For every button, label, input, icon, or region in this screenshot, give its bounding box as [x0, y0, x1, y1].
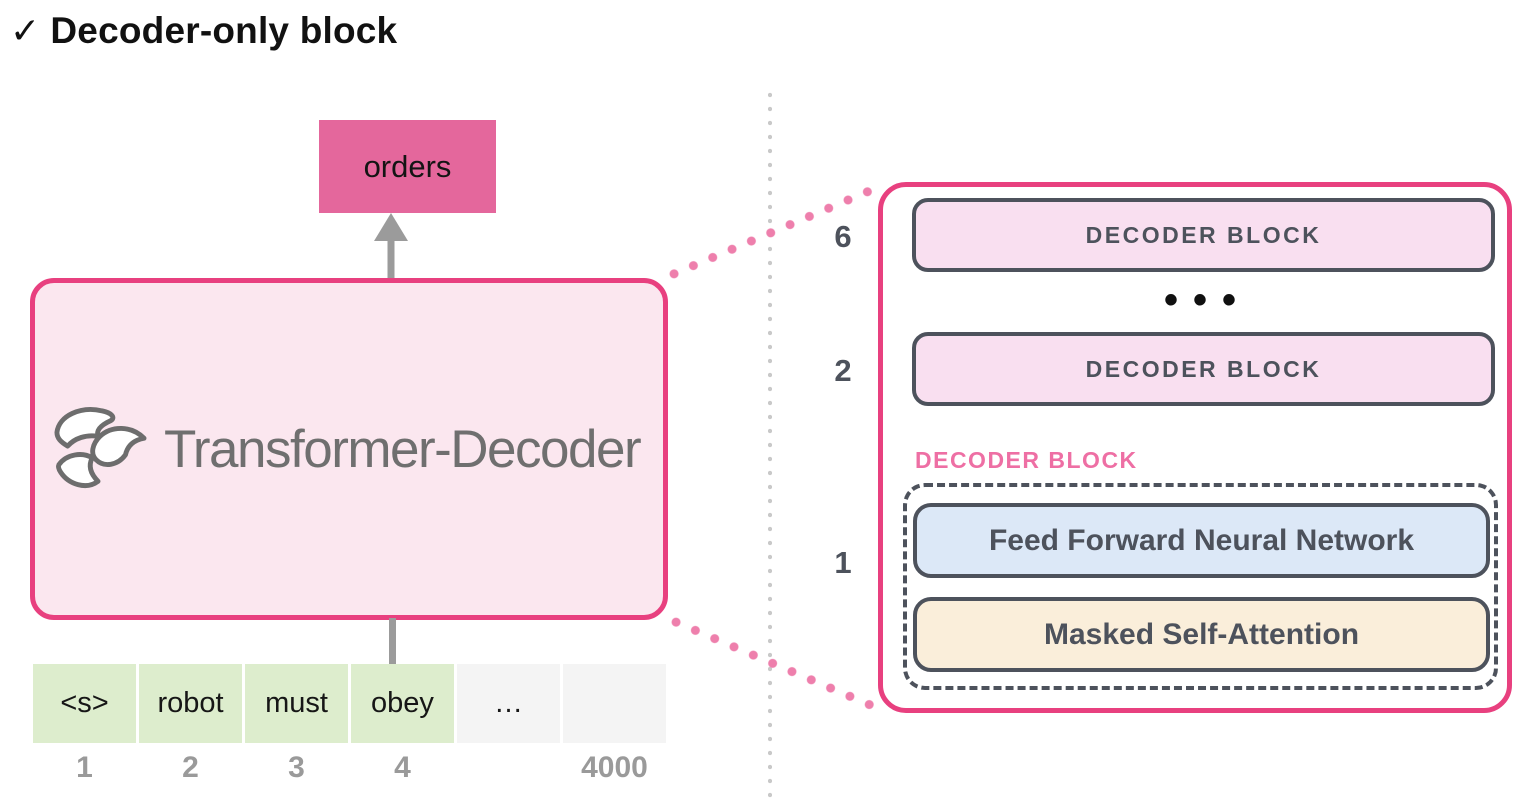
- token-cell: robot: [139, 664, 242, 743]
- page-title: ✓ Decoder-only block: [10, 10, 397, 52]
- decoder-stack-panel: DECODER BLOCK ••• DECODER BLOCK DECODER …: [878, 182, 1512, 713]
- token-index: 3: [288, 751, 305, 784]
- token-index-row: 1 2 3 4 4000: [33, 750, 666, 786]
- token-text: robot: [157, 687, 224, 719]
- decoder-block-6: DECODER BLOCK: [912, 198, 1495, 272]
- input-connector-line: [389, 618, 396, 665]
- feed-forward-label: Feed Forward Neural Network: [988, 523, 1415, 557]
- token-index: [457, 750, 560, 786]
- token-row: <s> robot must obey …: [33, 664, 666, 743]
- token-cell: must: [245, 664, 348, 743]
- divider-dotted-line: [768, 88, 772, 800]
- token-cell: [563, 664, 666, 743]
- token-text: must: [265, 687, 328, 719]
- token-cell: …: [457, 664, 560, 743]
- decoder-block-2: DECODER BLOCK: [912, 332, 1495, 406]
- token-index: 4000: [581, 751, 648, 784]
- masked-self-attention-label: Masked Self-Attention: [1043, 617, 1360, 651]
- decoder-block-label: DECODER BLOCK: [1085, 355, 1322, 382]
- output-token-box: orders: [319, 120, 496, 213]
- decoder-block-label: DECODER BLOCK: [1085, 221, 1322, 248]
- transformer-decoder-label: Transformer-Decoder: [164, 419, 642, 479]
- stack-ellipsis: •••: [1163, 277, 1251, 322]
- decoder-block-title-label: DECODER BLOCK: [915, 447, 1138, 473]
- layer-number-6: 6: [834, 219, 852, 254]
- up-arrow-icon: [374, 213, 408, 285]
- page-title-text: Decoder-only block: [50, 10, 398, 51]
- checkmark-icon: ✓: [10, 10, 41, 51]
- feed-forward-box: Feed Forward Neural Network: [913, 503, 1490, 578]
- layer-number-1: 1: [834, 545, 852, 580]
- token-index: 1: [76, 751, 93, 784]
- transformer-logo-icon: [54, 407, 147, 488]
- token-cell: obey: [351, 664, 454, 743]
- masked-self-attention-box: Masked Self-Attention: [913, 597, 1490, 672]
- token-text: obey: [371, 687, 434, 719]
- token-text: <s>: [60, 687, 109, 719]
- layer-number-2: 2: [834, 353, 852, 388]
- token-index: 4: [394, 751, 411, 784]
- token-index: 2: [182, 751, 199, 784]
- token-text: …: [494, 687, 523, 719]
- token-cell: <s>: [33, 664, 136, 743]
- decoder-block-expanded: Feed Forward Neural Network Masked Self-…: [903, 483, 1498, 690]
- output-token-label: orders: [363, 148, 452, 184]
- transformer-decoder-box: Transformer-Decoder: [30, 278, 668, 620]
